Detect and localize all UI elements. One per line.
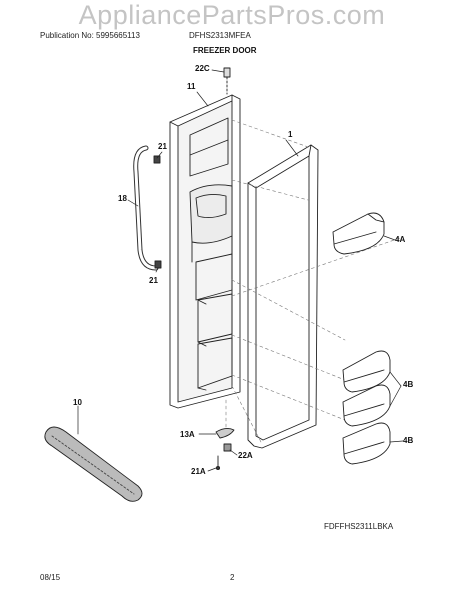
footer-date: 08/15 [40,573,61,582]
label-21a: 21A [191,467,206,476]
leader-lines [77,69,404,472]
part-21-screws [153,155,162,269]
label-22c: 22C [195,64,210,73]
label-21-bottom: 21 [149,276,158,285]
label-21-top: 21 [158,142,167,151]
part-10-tubing [44,426,143,502]
part-18-handle [133,145,159,271]
label-11: 11 [187,82,196,91]
watermark: AppliancePartsPros.com [78,0,386,30]
part-4b-door-bins [342,350,391,465]
diagram-code: FDFFHS2311LBKA [324,522,394,531]
label-18: 18 [118,194,127,203]
page-number: 2 [230,573,235,582]
label-4a: 4A [395,235,406,244]
label-13a: 13A [180,430,195,439]
section-title: FREEZER DOOR [193,46,257,55]
part-11-door-liner [169,94,241,409]
label-10: 10 [73,398,82,407]
part-1-door-gasket [247,144,319,449]
label-22a: 22A [238,451,253,460]
publication-number: Publication No: 5995665113 [40,31,140,40]
label-1: 1 [288,130,293,139]
label-4b-bottom: 4B [403,436,414,445]
label-4b-top: 4B [403,380,414,389]
part-13a-22a-21a-lower-hinge [215,427,235,471]
projection-lines [225,119,401,445]
model-number: DFHS2313MFEA [189,31,251,40]
part-22c-hinge-pin [223,67,231,95]
part-4a-door-bin [332,212,385,255]
